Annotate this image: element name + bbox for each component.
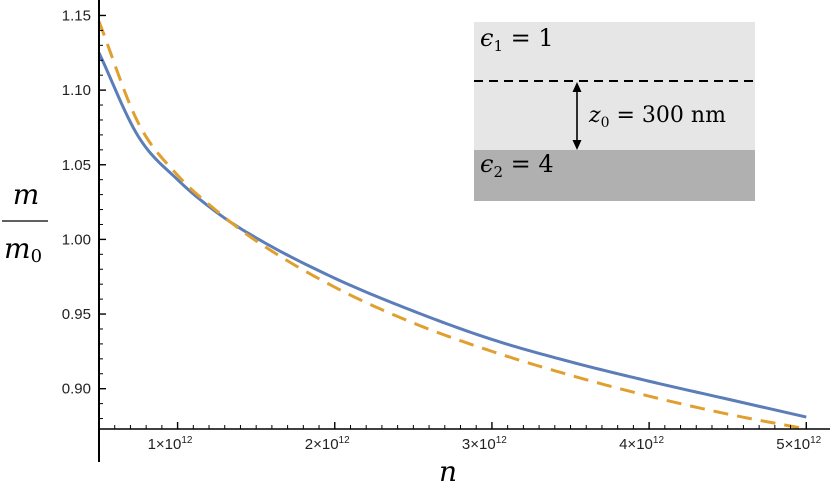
series-layer [97,20,807,431]
inset-eps1-label: ϵ1 = 1 [480,24,554,55]
x-tick-label: 2×1012 [305,435,350,453]
y-tick-label: 1.10 [62,82,91,99]
y-tick-label: 1.00 [62,231,91,248]
inset-arrow-head-down [572,140,582,150]
inset-eps2-label: ϵ2 = 4 [480,150,554,181]
inset-z0-label: z0 = 300 nm [588,103,726,131]
y-tick-label: 1.05 [62,157,91,174]
y-axis-label-numerator: m [13,178,40,211]
y-axis-label-denominator: m0 [4,232,42,267]
x-tick-label: 5×1012 [776,435,821,453]
series-dashed-line [97,20,807,431]
series-solid-line [97,52,807,419]
y-tick-label: 1.15 [62,7,91,24]
y-tick-label: 0.90 [62,381,91,398]
y-tick-label: 0.95 [62,306,91,323]
inset-arrow-head-up [572,82,582,92]
x-tick-label: 3×1012 [462,435,507,453]
x-axis-label: n [439,455,457,483]
dielectric-inset: ϵ1 = 1 ϵ2 = 4 z0 = 300 nm [474,22,755,201]
y-axis-label: m m0 [2,178,48,267]
x-tick-label: 1×1012 [148,435,193,453]
x-tick-label: 4×1012 [619,435,664,453]
inset-region-top [474,22,755,150]
inset-region-bottom [474,150,755,201]
axes: 0.90 0.95 1.00 1.05 1.10 1.15 1×1012 2×1012 3×10… [62,0,830,462]
